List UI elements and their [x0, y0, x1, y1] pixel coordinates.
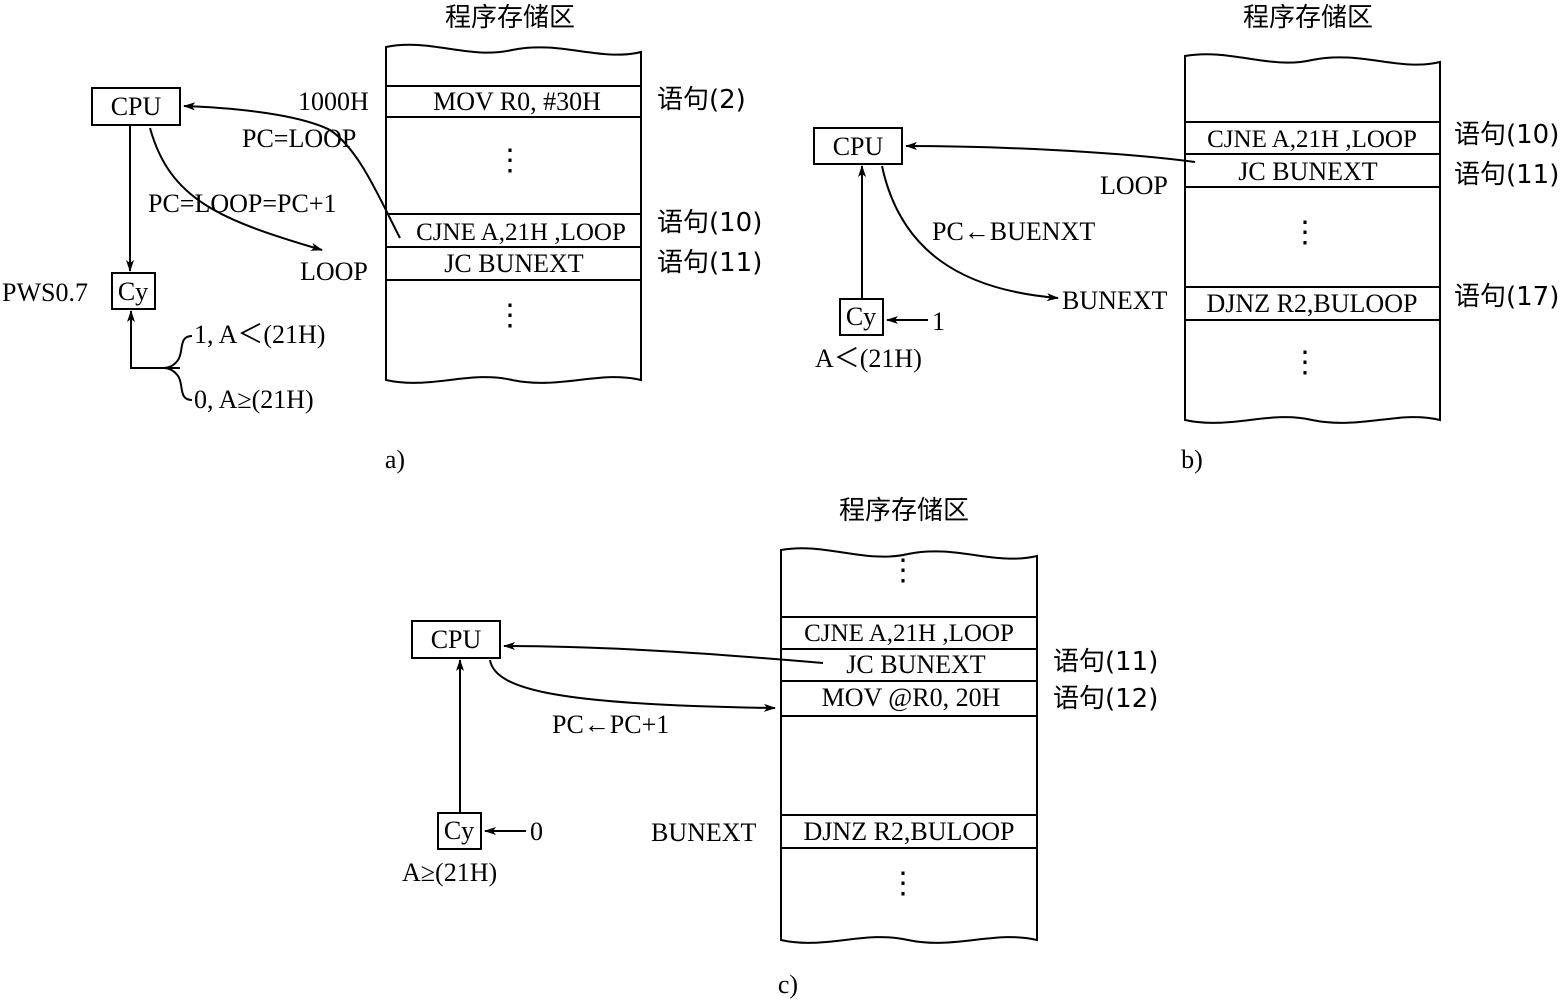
panel-b-cy-box [839, 298, 884, 336]
panel-a-stmt-10: 语句(10) [657, 208, 762, 238]
panel-c-cy-box [437, 812, 482, 850]
panel-c-cpu-to-mov-arrow [489, 659, 776, 712]
panel-b-cell-jc: JC BUNEXT [1238, 157, 1378, 186]
panel-c-stmt-12: 语句(12) [1053, 684, 1158, 714]
panel-b-cell-ellipsis: ⋮ [1290, 346, 1320, 379]
panel-a-cpu-to-loop-arrow [149, 127, 323, 251]
panel-c-cy-input: 0 [530, 817, 543, 846]
panel-c-cell-ellipsis: ⋮ [888, 554, 918, 587]
panel-a-condition-brace [163, 335, 193, 401]
panel-a-cell-jc: JC BUNEXT [444, 249, 584, 278]
panel-c-bunext-label: BUNEXT [651, 818, 757, 847]
panel-a-cpu-label: CPU [111, 92, 162, 121]
panel-a-pc-loop: PC=LOOP [242, 124, 356, 153]
panel-b-cpu-label: CPU [833, 132, 884, 161]
panel-b-condition: A＜(21H) [815, 344, 922, 373]
panel-c-memory-title: 程序存储区 [839, 496, 969, 526]
panel-b-pc-label: PC←BUENXT [932, 217, 1095, 246]
panel-a-condition-to-cy-arrow [127, 310, 180, 369]
panel-a-cpu-box [91, 87, 181, 126]
panel-c-cpu-box [411, 620, 501, 659]
panel-c-cpu-label: CPU [431, 625, 482, 654]
panel-a: 程序存储区 MOV R0, #30H ⋮ CJNE A,21H ,LOOP JC… [2, 3, 762, 474]
panel-c-cy-label: Cy [444, 816, 474, 845]
panel-a-addr-1000h: 1000H [298, 87, 369, 116]
panel-a-cell-ellipsis: ⋮ [495, 144, 525, 177]
panel-b-cy-label: Cy [846, 302, 876, 331]
panel-c-memory-column [780, 547, 1038, 944]
panel-a-cell-cjne: CJNE A,21H ,LOOP [416, 219, 626, 246]
panel-c-cell-jc: JC BUNEXT [846, 650, 986, 679]
panel-a-cell-ellipsis: ⋮ [495, 299, 525, 332]
panel-a-cy-box [111, 272, 156, 310]
panel-c-condition: A≥(21H) [402, 858, 497, 887]
panel-b-bunext-label: BUNEXT [1062, 286, 1168, 315]
panel-b-stmt-11: 语句(11) [1454, 160, 1559, 190]
panel-a-condition-0: 0, A≥(21H) [194, 385, 314, 414]
panel-b-loop-label: LOOP [1100, 171, 1168, 200]
panel-c-cell-cjne: CJNE A,21H ,LOOP [804, 620, 1014, 647]
panel-c-caption: c) [778, 970, 798, 999]
panel-a-memory-column [385, 43, 642, 384]
panel-c-pc-label: PC←PC+1 [552, 710, 669, 739]
panel-c-cell-ellipsis: ⋮ [888, 867, 918, 900]
panel-a-stmt-2: 语句(2) [657, 85, 746, 115]
panel-c-cell-djnz: DJNZ R2,BULOOP [804, 817, 1015, 846]
panel-a-cjne-to-cpu-arrow [183, 102, 401, 239]
panel-b-cpu-to-bunext-arrow [881, 165, 1059, 302]
panel-a-stmt-11: 语句(11) [657, 248, 762, 278]
panel-a-condition-1: 1, A＜(21H) [194, 320, 325, 349]
panel-b-stmt-10: 语句(10) [1454, 120, 1559, 150]
panel-c-jc-to-cpu-arrow [503, 642, 824, 664]
panel-b-cell-djnz: DJNZ R2,BULOOP [1207, 289, 1418, 318]
panel-c-cell-mov: MOV @R0, 20H [822, 683, 1001, 712]
panel-b-cy-input: 1 [932, 307, 945, 336]
panel-a-cy-label: Cy [118, 277, 148, 306]
panel-b-memory-column [1184, 53, 1441, 424]
panel-b-cell-ellipsis: ⋮ [1290, 216, 1320, 249]
panel-a-cell-mov: MOV R0, #30H [433, 87, 601, 116]
panel-c-stmt-11: 语句(11) [1053, 647, 1158, 677]
panel-a-pws-label: PWS0.7 [2, 278, 88, 307]
panel-b: 程序存储区 CJNE A,21H ,LOOP JC BUNEXT ⋮ DJNZ … [813, 3, 1559, 474]
panel-a-pc-loop-pc1: PC=LOOP=PC+1 [148, 189, 337, 218]
panel-b-cell-cjne: CJNE A,21H ,LOOP [1207, 126, 1417, 153]
panel-a-loop-label: LOOP [300, 257, 368, 286]
panel-c: 程序存储区 ⋮ CJNE A,21H ,LOOP JC BUNEXT MOV @… [402, 496, 1158, 999]
panel-b-stmt-17: 语句(17) [1454, 282, 1559, 312]
panel-b-caption: b) [1181, 445, 1203, 474]
panel-b-jc-to-cpu-arrow [905, 142, 1196, 163]
panel-b-memory-title: 程序存储区 [1243, 3, 1373, 33]
panel-b-cpu-box [813, 127, 903, 165]
panel-a-memory-title: 程序存储区 [445, 3, 575, 33]
panel-a-caption: a) [385, 445, 405, 474]
